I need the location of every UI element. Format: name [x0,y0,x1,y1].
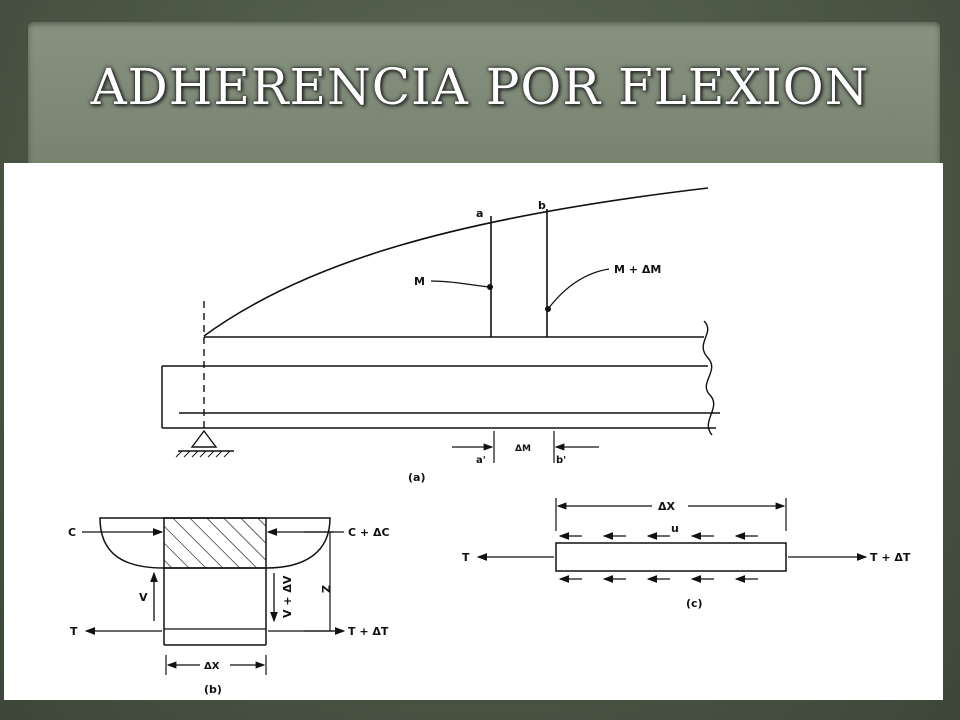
point-a-label: a [476,207,483,220]
moment-plus-label: M + ΔM [614,263,661,276]
lever-arm-label: Z [319,585,332,593]
moment-point [487,284,493,290]
compression-right-label: C + ΔC [348,526,390,539]
moment-leader [430,280,491,288]
tension-right-label-c: T + ΔT [870,551,911,564]
figure-c: ΔX u T T + ΔT [462,498,911,610]
ground-hatch [175,450,231,458]
bond-label: u [671,522,679,535]
shear-left-label: V [139,591,148,604]
compression-left-label: C [68,526,76,539]
diagram-svg: a b M M + ΔM [68,187,911,696]
moment-plus-leader [547,268,610,310]
b-prime-label: b' [556,455,566,466]
dim-dx-label-a: ΔM [515,444,531,454]
caption-c: (c) [686,597,703,610]
rebar-segment [555,542,787,572]
dim-b-label: ΔX [204,661,220,672]
flexural-bond-figure: a b M M + ΔM [4,163,943,700]
figure-b: C C + ΔC V V + ΔV Z T T + ΔT ΔX ( [68,517,390,696]
figure-a: a b M M + ΔM [161,187,720,484]
tension-right-label-b: T + ΔT [348,625,389,638]
caption-b: (b) [204,683,222,696]
point-b-label: b [538,199,546,212]
tension-left-label-c: T [462,551,470,564]
a-prime-label: a' [476,455,486,466]
moment-curve [203,187,709,337]
pin-support [190,429,218,448]
beam-break-line [702,320,715,436]
caption-a: (a) [408,471,425,484]
moment-label: M [414,275,425,288]
slide-title: ADHERENCIA POR FLEXION [90,58,870,116]
hatched-section [163,517,267,569]
tension-left-label-b: T [70,625,78,638]
moment-plus-point [545,306,551,312]
dim-c-label: ΔX [658,500,676,513]
shear-right-label: V + ΔV [281,575,294,618]
title-panel [28,22,940,172]
